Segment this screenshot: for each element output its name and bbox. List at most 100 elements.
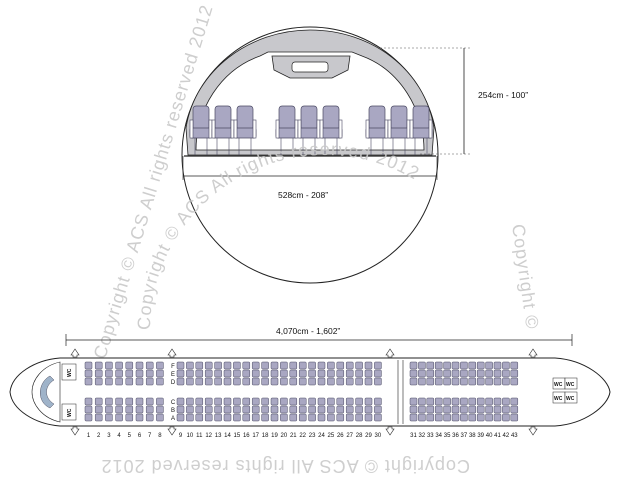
cabin-seat[interactable] <box>270 413 279 422</box>
cabin-seat[interactable] <box>409 369 418 378</box>
cabin-seat[interactable] <box>176 405 185 414</box>
cabin-seat[interactable] <box>145 397 154 406</box>
cabin-seat[interactable] <box>280 377 288 386</box>
cabin-seat[interactable] <box>355 369 363 378</box>
cabin-seat[interactable] <box>125 405 134 414</box>
cabin-seat[interactable] <box>327 413 335 422</box>
cabin-seat[interactable] <box>426 413 435 422</box>
cabin-seat[interactable] <box>233 369 241 378</box>
cabin-seat[interactable] <box>364 377 373 386</box>
cabin-seat[interactable] <box>460 397 468 406</box>
cabin-seat[interactable] <box>233 361 241 370</box>
cabin-seat[interactable] <box>135 405 144 414</box>
cabin-seat[interactable] <box>355 361 363 370</box>
cabin-seat[interactable] <box>195 377 204 386</box>
cabin-seat[interactable] <box>186 361 194 370</box>
cabin-seat[interactable] <box>502 377 510 386</box>
cabin-seat[interactable] <box>451 361 460 370</box>
cabin-seat[interactable] <box>251 413 260 422</box>
cabin-seat[interactable] <box>510 361 519 370</box>
cabin-seat[interactable] <box>204 377 213 386</box>
cabin-seat[interactable] <box>493 369 502 378</box>
cabin-seat[interactable] <box>336 369 345 378</box>
cabin-seat[interactable] <box>223 397 232 406</box>
cabin-seat[interactable] <box>195 361 204 370</box>
cabin-seat[interactable] <box>502 397 510 406</box>
cabin-seat[interactable] <box>493 361 502 370</box>
cabin-seat[interactable] <box>485 413 493 422</box>
cabin-seat[interactable] <box>261 397 269 406</box>
cabin-seat[interactable] <box>308 361 316 370</box>
cabin-seat[interactable] <box>468 397 477 406</box>
cabin-seat[interactable] <box>261 405 269 414</box>
cabin-seat[interactable] <box>476 413 485 422</box>
cabin-seat[interactable] <box>105 361 113 370</box>
cabin-seat[interactable] <box>125 369 134 378</box>
cabin-seat[interactable] <box>374 413 382 422</box>
cabin-seat[interactable] <box>242 361 251 370</box>
cabin-seat[interactable] <box>426 361 435 370</box>
cabin-seat[interactable] <box>510 377 519 386</box>
cabin-seat[interactable] <box>176 361 185 370</box>
cabin-seat[interactable] <box>261 413 269 422</box>
cabin-seat[interactable] <box>84 361 93 370</box>
cabin-seat[interactable] <box>233 377 241 386</box>
cabin-seat[interactable] <box>214 361 222 370</box>
cabin-seat[interactable] <box>195 397 204 406</box>
cabin-seat[interactable] <box>115 413 123 422</box>
cabin-seat[interactable] <box>186 405 194 414</box>
cabin-seat[interactable] <box>510 369 519 378</box>
cabin-seat[interactable] <box>298 361 307 370</box>
cabin-seat[interactable] <box>115 369 123 378</box>
cabin-seat[interactable] <box>476 397 485 406</box>
cabin-seat[interactable] <box>443 369 451 378</box>
cabin-seat[interactable] <box>223 405 232 414</box>
cabin-seat[interactable] <box>84 377 93 386</box>
cabin-seat[interactable] <box>223 413 232 422</box>
cabin-seat[interactable] <box>327 377 335 386</box>
cabin-seat[interactable] <box>156 405 164 414</box>
cabin-seat[interactable] <box>242 413 251 422</box>
cabin-seat[interactable] <box>327 369 335 378</box>
cabin-seat[interactable] <box>364 369 373 378</box>
cabin-seat[interactable] <box>460 377 468 386</box>
cabin-seat[interactable] <box>476 369 485 378</box>
cabin-seat[interactable] <box>242 397 251 406</box>
cabin-seat[interactable] <box>476 361 485 370</box>
cabin-seat[interactable] <box>186 377 194 386</box>
cabin-seat[interactable] <box>280 369 288 378</box>
cabin-seat[interactable] <box>204 397 213 406</box>
cabin-seat[interactable] <box>460 369 468 378</box>
cabin-seat[interactable] <box>485 369 493 378</box>
cabin-seat[interactable] <box>434 377 443 386</box>
cabin-seat[interactable] <box>374 397 382 406</box>
cabin-seat[interactable] <box>135 361 144 370</box>
cabin-seat[interactable] <box>418 413 426 422</box>
cabin-seat[interactable] <box>409 377 418 386</box>
cabin-seat[interactable] <box>317 377 326 386</box>
cabin-seat[interactable] <box>280 413 288 422</box>
cabin-seat[interactable] <box>409 413 418 422</box>
cabin-seat[interactable] <box>434 397 443 406</box>
cabin-seat[interactable] <box>214 377 222 386</box>
cabin-seat[interactable] <box>298 405 307 414</box>
cabin-seat[interactable] <box>115 405 123 414</box>
cabin-seat[interactable] <box>94 405 103 414</box>
cabin-seat[interactable] <box>186 397 194 406</box>
cabin-seat[interactable] <box>261 369 269 378</box>
cabin-seat[interactable] <box>434 413 443 422</box>
cabin-seat[interactable] <box>195 405 204 414</box>
cabin-seat[interactable] <box>468 413 477 422</box>
cabin-seat[interactable] <box>493 405 502 414</box>
cabin-seat[interactable] <box>145 369 154 378</box>
cabin-seat[interactable] <box>308 397 316 406</box>
cabin-seat[interactable] <box>317 369 326 378</box>
cabin-seat[interactable] <box>125 413 134 422</box>
cabin-seat[interactable] <box>251 361 260 370</box>
cabin-seat[interactable] <box>502 413 510 422</box>
cabin-seat[interactable] <box>270 361 279 370</box>
cabin-seat[interactable] <box>176 397 185 406</box>
cabin-seat[interactable] <box>261 377 269 386</box>
cabin-seat[interactable] <box>510 397 519 406</box>
cabin-seat[interactable] <box>336 361 345 370</box>
